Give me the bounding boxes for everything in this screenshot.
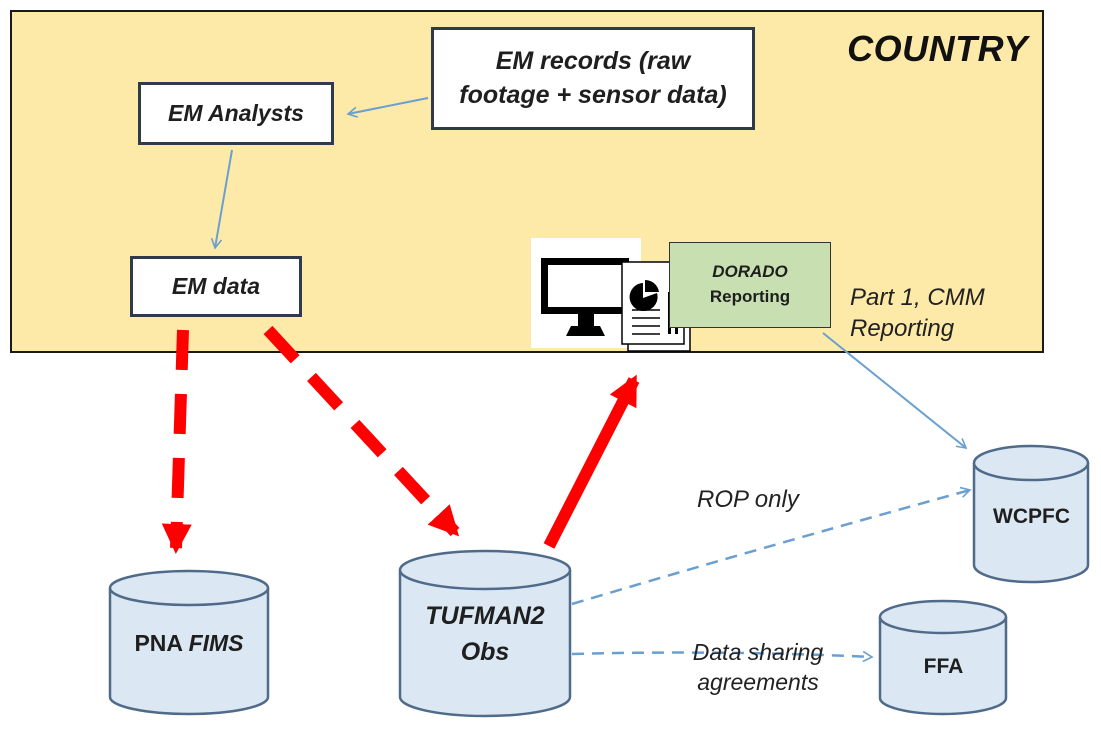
pna-prefix: PNA [134,630,189,656]
arrow-tufman-to-dorado [543,374,640,549]
arrow-tufman-to-ffa [571,650,874,663]
em-analysts-box: EM Analysts [138,82,334,145]
em-records-line2: footage + sensor data) [459,80,727,109]
part1-line2: Reporting [850,315,955,343]
data-sharing-label: Data sharing agreements [668,638,848,698]
arrow-analysts-to-emdata [210,149,233,250]
ffa-label: FFA [923,655,964,678]
country-label: COUNTRY [847,28,1028,69]
cylinder-ffa [878,599,1008,716]
em-records-line1: EM records (raw [495,46,691,75]
part1-cmm-label: Part 1, CMM Reporting [850,282,1050,344]
dorado-title: DORADO [712,262,788,282]
fims-text: FIMS [188,630,244,656]
dorado-subtitle: Reporting [709,287,791,306]
arrow-dorado-to-wcpfc [822,332,968,450]
pna-fims-label: PNA FIMS [110,630,268,657]
wcpfc-label: WCPFC [993,505,1070,528]
arrow-emdata-to-tufman [263,325,460,537]
arrow-emdata-to-pna [161,329,192,554]
em-data-label: EM data [171,273,261,299]
tufman-line1: TUFMAN2 [425,602,545,630]
tufman-line2: Obs [460,638,510,667]
dorado-reporting-box: DORADO Reporting [669,242,831,328]
em-data-box: EM data [130,256,302,317]
dsa-line2: agreements [697,668,819,695]
em-analysts-label: EM Analysts [168,100,304,126]
tufman-obs-label: TUFMAN2 Obs [400,598,570,671]
rop-only-label: ROP only [697,486,799,513]
arrow-tufman-to-wcpfc [571,486,972,606]
dsa-line1: Data sharing [692,639,824,665]
cylinder-tufman [398,549,572,718]
cylinder-pna [108,569,270,716]
part1-line1: Part 1, CMM [850,284,985,311]
em-records-box: EM records (raw footage + sensor data) [431,27,755,130]
cylinder-wcpfc [972,444,1090,584]
arrow-records-to-analysts [346,97,429,118]
